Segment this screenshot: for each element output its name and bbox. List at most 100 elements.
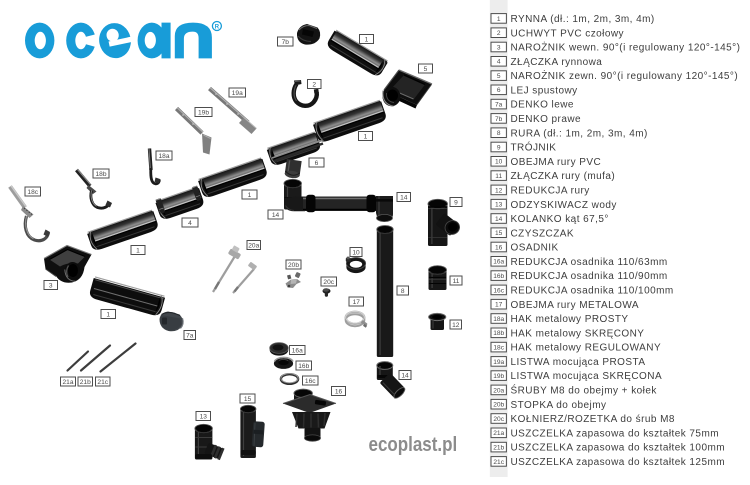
svg-text:20c: 20c bbox=[323, 279, 334, 286]
svg-text:16a: 16a bbox=[493, 259, 504, 266]
svg-text:RYNNA (dł.: 1m, 2m, 3m, 4m): RYNNA (dł.: 1m, 2m, 3m, 4m) bbox=[511, 14, 655, 25]
svg-text:8: 8 bbox=[497, 130, 501, 137]
svg-text:KOLANKO kąt 67,5°: KOLANKO kąt 67,5° bbox=[511, 214, 609, 225]
svg-text:19b: 19b bbox=[493, 373, 504, 380]
svg-text:21b: 21b bbox=[493, 445, 504, 452]
svg-text:19b: 19b bbox=[198, 109, 209, 116]
svg-text:14: 14 bbox=[400, 194, 408, 201]
svg-text:14: 14 bbox=[495, 216, 503, 223]
svg-text:21a: 21a bbox=[493, 430, 504, 437]
svg-text:18b: 18b bbox=[95, 171, 106, 178]
svg-text:10: 10 bbox=[495, 159, 503, 166]
svg-text:17: 17 bbox=[495, 302, 503, 309]
svg-text:NAROŻNIK wewn. 90°(i regulowan: NAROŻNIK wewn. 90°(i regulowany 120°-145… bbox=[511, 41, 741, 54]
svg-text:LISTWA mocująca SKRĘCONA: LISTWA mocująca SKRĘCONA bbox=[511, 371, 663, 382]
svg-text:REDUKCJA osadnika 110/100mm: REDUKCJA osadnika 110/100mm bbox=[511, 286, 674, 297]
svg-text:3: 3 bbox=[49, 282, 53, 289]
svg-text:20a: 20a bbox=[248, 242, 259, 249]
svg-text:TRÓJNIK: TRÓJNIK bbox=[511, 141, 557, 154]
svg-text:7b: 7b bbox=[495, 116, 503, 123]
svg-text:17: 17 bbox=[353, 299, 361, 306]
svg-text:16b: 16b bbox=[298, 363, 309, 370]
svg-text:7a: 7a bbox=[186, 332, 194, 339]
svg-text:ZŁĄCZKA rury (mufa): ZŁĄCZKA rury (mufa) bbox=[511, 171, 616, 182]
svg-text:14: 14 bbox=[401, 372, 409, 379]
svg-text:16c: 16c bbox=[493, 287, 504, 294]
svg-text:9: 9 bbox=[454, 199, 458, 206]
svg-text:9: 9 bbox=[497, 144, 501, 151]
svg-text:REDUKCJA osadnika 110/90mm: REDUKCJA osadnika 110/90mm bbox=[511, 271, 668, 282]
svg-text:ODZYSKIWACZ wody: ODZYSKIWACZ wody bbox=[511, 200, 617, 211]
svg-text:19a: 19a bbox=[232, 90, 243, 97]
svg-text:8: 8 bbox=[401, 288, 405, 295]
svg-text:DENKO prawe: DENKO prawe bbox=[511, 114, 582, 125]
svg-text:15: 15 bbox=[495, 230, 503, 237]
svg-text:14: 14 bbox=[272, 212, 280, 219]
svg-text:20b: 20b bbox=[288, 262, 299, 269]
svg-text:HAK metalowy PROSTY: HAK metalowy PROSTY bbox=[511, 314, 629, 325]
svg-text:5: 5 bbox=[424, 66, 428, 73]
svg-text:CZYSZCZAK: CZYSZCZAK bbox=[511, 228, 575, 239]
svg-text:21b: 21b bbox=[80, 379, 91, 386]
svg-text:LISTWA mocująca PROSTA: LISTWA mocująca PROSTA bbox=[511, 357, 646, 368]
svg-text:ŚRUBY M8 do obejmy + kołek: ŚRUBY M8 do obejmy + kołek bbox=[511, 384, 658, 397]
svg-text:USZCZELKA zapasowa do kształte: USZCZELKA zapasowa do kształtek 125mm bbox=[511, 457, 726, 468]
svg-text:2: 2 bbox=[497, 30, 501, 37]
svg-text:20b: 20b bbox=[493, 402, 504, 409]
svg-text:4: 4 bbox=[497, 59, 501, 66]
svg-text:R: R bbox=[215, 25, 220, 31]
svg-text:ZŁĄCZKA rynnowa: ZŁĄCZKA rynnowa bbox=[511, 57, 603, 68]
svg-text:HAK metalowy REGULOWANY: HAK metalowy REGULOWANY bbox=[511, 343, 662, 354]
svg-text:DENKO lewe: DENKO lewe bbox=[511, 100, 574, 111]
svg-text:1: 1 bbox=[248, 192, 252, 199]
svg-text:13: 13 bbox=[200, 413, 208, 420]
svg-text:18c: 18c bbox=[27, 189, 38, 196]
svg-text:NAROŻNIK zewn. 90°(i regulowan: NAROŻNIK zewn. 90°(i regulowany 120°-145… bbox=[511, 69, 739, 82]
svg-text:18a: 18a bbox=[158, 153, 169, 160]
svg-text:OSADNIK: OSADNIK bbox=[511, 243, 559, 254]
svg-text:18b: 18b bbox=[493, 330, 504, 337]
svg-text:USZCZELKA zapasowa do kształte: USZCZELKA zapasowa do kształtek 75mm bbox=[511, 428, 720, 439]
svg-text:REDUKCJA osadnika 110/63mm: REDUKCJA osadnika 110/63mm bbox=[511, 257, 668, 268]
svg-text:12: 12 bbox=[495, 187, 503, 194]
svg-text:18c: 18c bbox=[493, 345, 504, 352]
svg-text:15: 15 bbox=[244, 396, 252, 403]
svg-text:KOŁNIERZ/ROZETKA do śrub M8: KOŁNIERZ/ROZETKA do śrub M8 bbox=[511, 414, 675, 425]
svg-text:18a: 18a bbox=[493, 316, 504, 323]
svg-text:UCHWYT PVC czołowy: UCHWYT PVC czołowy bbox=[511, 28, 625, 39]
svg-text:1: 1 bbox=[106, 311, 110, 318]
svg-text:21a: 21a bbox=[62, 379, 73, 386]
svg-text:13: 13 bbox=[495, 202, 503, 209]
svg-text:RURA (dł.: 1m, 2m, 3m, 4m): RURA (dł.: 1m, 2m, 3m, 4m) bbox=[511, 128, 648, 139]
svg-text:5: 5 bbox=[497, 73, 501, 80]
svg-text:16a: 16a bbox=[292, 347, 303, 354]
svg-text:7b: 7b bbox=[282, 39, 290, 46]
svg-text:3: 3 bbox=[497, 44, 501, 51]
svg-text:16b: 16b bbox=[493, 273, 504, 280]
svg-text:OBEJMA rury METALOWA: OBEJMA rury METALOWA bbox=[511, 300, 639, 311]
svg-text:4: 4 bbox=[188, 220, 192, 227]
svg-text:OBEJMA rury PVC: OBEJMA rury PVC bbox=[511, 157, 602, 168]
svg-text:LEJ spustowy: LEJ spustowy bbox=[511, 85, 578, 96]
svg-text:21c: 21c bbox=[97, 379, 108, 386]
svg-text:20a: 20a bbox=[493, 387, 504, 394]
svg-text:21c: 21c bbox=[493, 459, 504, 466]
svg-text:1: 1 bbox=[364, 133, 368, 140]
svg-text:7a: 7a bbox=[495, 102, 503, 109]
svg-text:6: 6 bbox=[315, 160, 319, 167]
svg-text:1: 1 bbox=[136, 247, 140, 254]
svg-text:10: 10 bbox=[352, 249, 360, 256]
svg-text:19a: 19a bbox=[493, 359, 504, 366]
svg-text:STOPKA do obejmy: STOPKA do obejmy bbox=[511, 400, 607, 411]
svg-text:2: 2 bbox=[312, 81, 316, 88]
svg-text:16: 16 bbox=[335, 388, 343, 395]
svg-text:REDUKCJA rury: REDUKCJA rury bbox=[511, 186, 590, 197]
svg-text:1: 1 bbox=[365, 36, 369, 43]
svg-text:12: 12 bbox=[452, 322, 460, 329]
svg-text:6: 6 bbox=[497, 87, 501, 94]
svg-text:11: 11 bbox=[453, 278, 460, 285]
svg-text:16c: 16c bbox=[305, 378, 316, 385]
svg-text:16: 16 bbox=[495, 244, 503, 251]
svg-text:HAK metalowy SKRĘCONY: HAK metalowy SKRĘCONY bbox=[511, 328, 645, 339]
svg-text:20c: 20c bbox=[493, 416, 504, 423]
